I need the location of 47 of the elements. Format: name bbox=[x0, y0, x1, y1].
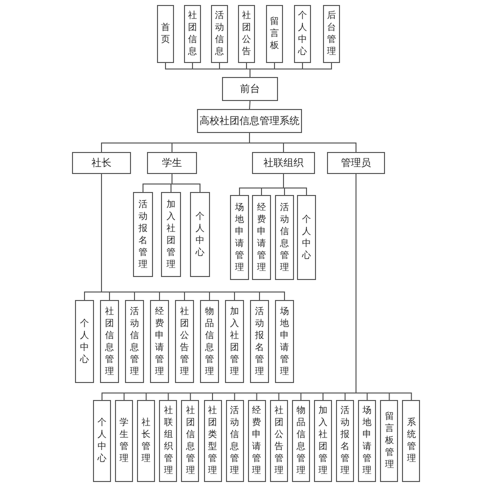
module-box: 个人中心 bbox=[75, 300, 94, 383]
module-box: 活动信息管理 bbox=[275, 195, 294, 280]
module-box: 物品信息管理 bbox=[292, 400, 310, 482]
module-box: 社联组织管理 bbox=[159, 400, 178, 482]
module-box: 个人中心 bbox=[190, 192, 210, 277]
module-box: 加入社团管理 bbox=[225, 300, 244, 383]
role-box: 社长 bbox=[72, 152, 131, 174]
module-box: 个人中心 bbox=[294, 5, 311, 63]
module-box: 物品信息管理 bbox=[200, 300, 219, 383]
connector-line bbox=[356, 174, 412, 400]
module-box: 场地申请管理 bbox=[230, 195, 249, 280]
system-box: 高校社团信息管理系统 bbox=[197, 109, 302, 133]
module-box: 社团信息 bbox=[184, 5, 201, 63]
frontend-box: 前台 bbox=[222, 77, 278, 101]
module-box: 社团公告管理 bbox=[175, 300, 194, 383]
role-box: 社联组织 bbox=[252, 152, 315, 174]
module-box: 社团类型管理 bbox=[204, 400, 222, 482]
module-box: 首页 bbox=[157, 5, 174, 63]
module-box: 经费申请管理 bbox=[150, 300, 169, 383]
module-box: 社团信息管理 bbox=[181, 400, 200, 482]
module-box: 场地申请管理 bbox=[358, 400, 376, 482]
module-box: 社团信息管理 bbox=[100, 300, 119, 383]
module-box: 活动报名管理 bbox=[133, 192, 153, 277]
module-box: 活动报名管理 bbox=[336, 400, 354, 482]
module-box: 活动信息 bbox=[211, 5, 228, 63]
module-box: 留言板 bbox=[266, 5, 283, 63]
module-box: 后台管理 bbox=[323, 5, 340, 63]
role-box: 学生 bbox=[147, 152, 197, 174]
module-box: 个人中心 bbox=[93, 400, 111, 482]
module-box: 经费申请管理 bbox=[248, 400, 266, 482]
module-box: 经费申请管理 bbox=[252, 195, 271, 280]
module-box: 社团公告管理 bbox=[270, 400, 288, 482]
module-box: 社长管理 bbox=[137, 400, 156, 482]
module-box: 加入社团管理 bbox=[161, 192, 181, 277]
connector-line bbox=[249, 100, 250, 110]
module-box: 系统管理 bbox=[402, 400, 420, 482]
connector-line bbox=[250, 62, 332, 78]
module-box: 加入社团管理 bbox=[314, 400, 332, 482]
module-box: 学生管理 bbox=[115, 400, 134, 482]
module-box: 场地申请管理 bbox=[275, 300, 294, 383]
module-box: 社团公告 bbox=[238, 5, 255, 63]
module-box: 活动信息管理 bbox=[226, 400, 244, 482]
module-box: 留言板管理 bbox=[380, 400, 398, 482]
role-box: 管理员 bbox=[327, 152, 385, 174]
module-box: 个人中心 bbox=[297, 195, 316, 280]
module-box: 活动报名管理 bbox=[250, 300, 269, 383]
module-box: 活动信息管理 bbox=[125, 300, 144, 383]
